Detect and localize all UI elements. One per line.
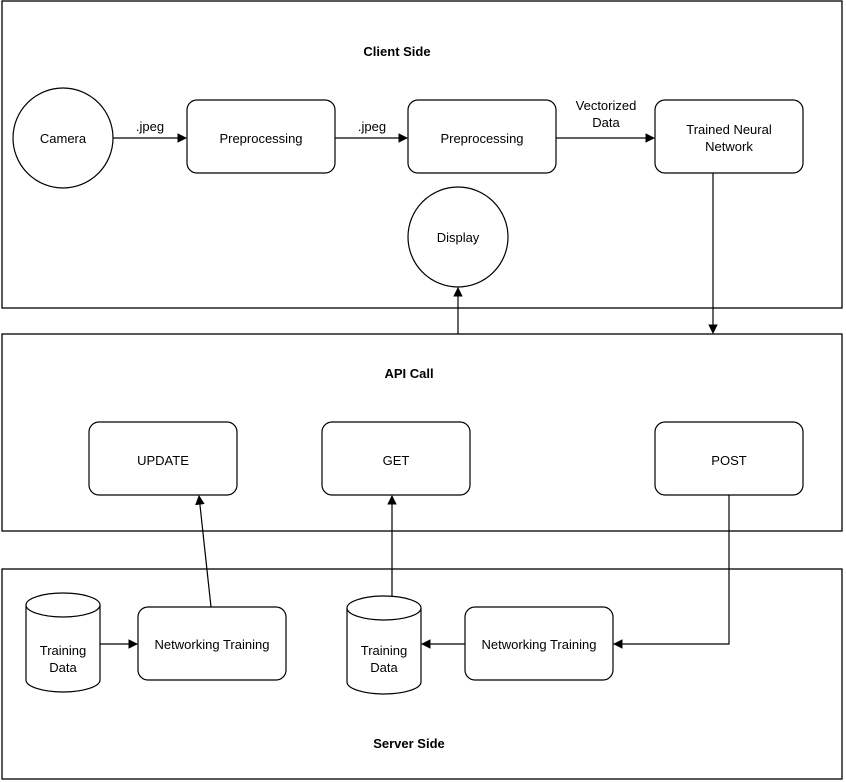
camera-node: Camera — [12, 87, 114, 189]
client-side-title: Client Side — [363, 44, 430, 59]
post-label: POST — [711, 453, 746, 468]
preprocessing-label-2: Preprocessing — [440, 131, 523, 146]
training-data-label-2-line2: Data — [370, 660, 398, 675]
networking-training-node-2: Networking Training — [464, 606, 614, 681]
trained-neural-network-node: Trained Neural Network — [654, 99, 804, 174]
edge-label-vectorized-line2: Data — [592, 115, 620, 130]
get-label: GET — [383, 453, 410, 468]
post-node: POST — [654, 421, 804, 496]
preprocessing-label-1: Preprocessing — [219, 131, 302, 146]
update-label: UPDATE — [137, 453, 189, 468]
display-node: Display — [407, 186, 509, 288]
display-label: Display — [437, 230, 480, 245]
trained-nn-label-line1: Trained Neural — [686, 122, 772, 137]
training-data-label-1-line2: Data — [49, 660, 77, 675]
preprocessing-node-1: Preprocessing — [186, 99, 336, 174]
training-data-cylinder-1: Training Data — [25, 592, 101, 693]
networking-training-node-1: Networking Training — [137, 606, 287, 681]
update-node: UPDATE — [88, 421, 238, 496]
training-data-cylinder-2: Training Data — [346, 595, 422, 695]
api-call-title: API Call — [384, 366, 433, 381]
trained-nn-label-line2: Network — [705, 139, 753, 154]
training-data-label-2-line1: Training — [361, 643, 407, 658]
edge-label-jpeg-1: .jpeg — [136, 119, 164, 134]
get-node: GET — [321, 421, 471, 496]
networking-training-label-1: Networking Training — [155, 637, 270, 652]
edge-label-jpeg-2: .jpeg — [358, 119, 386, 134]
training-data-label-1-line1: Training — [40, 643, 86, 658]
networking-training-label-2: Networking Training — [482, 637, 597, 652]
server-side-title: Server Side — [373, 736, 445, 751]
edge-label-vectorized-line1: Vectorized — [576, 98, 637, 113]
camera-label: Camera — [40, 131, 87, 146]
edge-post-to-networking-training — [613, 495, 730, 649]
preprocessing-node-2: Preprocessing — [407, 99, 557, 174]
edge-networking-training-to-update — [195, 495, 212, 608]
